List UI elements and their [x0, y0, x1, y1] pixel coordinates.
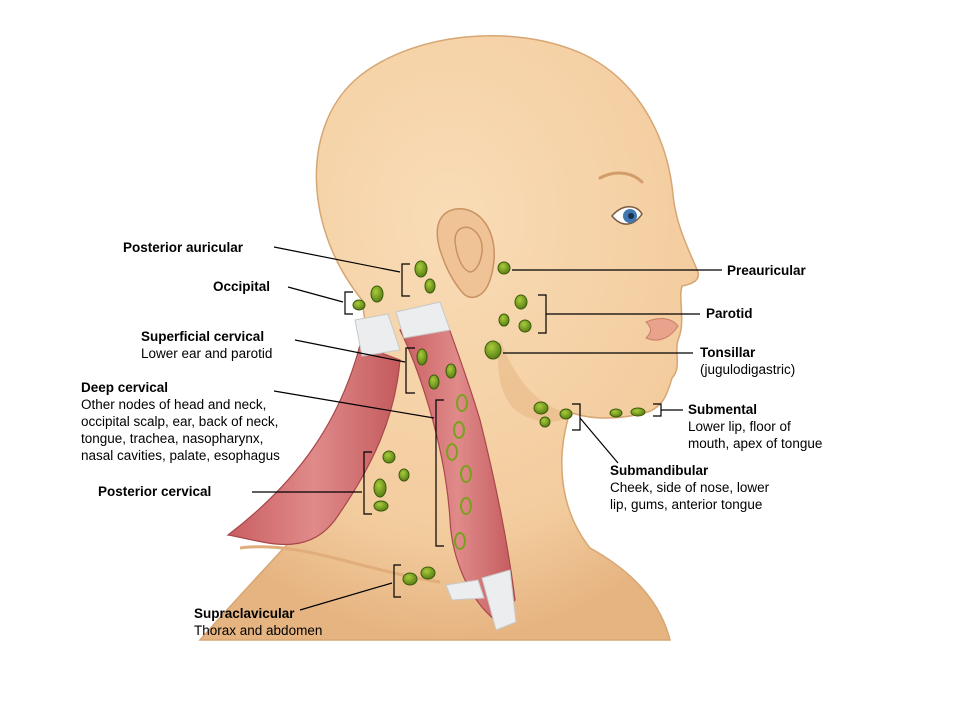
node-occipital — [352, 299, 366, 311]
trapezius-muscle — [226, 344, 401, 545]
sternocleidomastoid-tendon-bottom-2 — [445, 579, 485, 601]
bracket-deep-cervical — [435, 399, 444, 547]
label-title: Submental — [688, 402, 758, 417]
node-superficial-cervical — [416, 348, 428, 366]
lymph-nodes — [352, 260, 646, 586]
label-tonsillar: Tonsillar (jugulodigastric) — [700, 344, 795, 378]
label-occipital: Occipital — [213, 278, 270, 295]
label-posterior-auricular: Posterior auricular — [123, 239, 243, 256]
node-submandibular — [533, 401, 549, 415]
node-posterior-auricular — [414, 260, 428, 278]
label-description: occipital scalp, ear, back of neck, — [81, 414, 279, 429]
node-submandibular-3 — [559, 408, 573, 420]
leader-supraclavicular — [299, 582, 393, 611]
label-title: Parotid — [706, 306, 753, 321]
label-description: mouth, apex of tongue — [688, 436, 823, 451]
node-submental-2 — [630, 407, 646, 417]
ear-inner — [454, 226, 483, 273]
node-deep-cervical-6 — [454, 532, 466, 550]
label-title: Deep cervical — [81, 380, 169, 395]
node-deep-cervical-2 — [453, 421, 465, 439]
bracket-superficial-cervical — [405, 347, 415, 394]
label-description: tongue, trachea, nasopharynx, — [81, 431, 264, 446]
node-supraclavicular-2 — [420, 566, 436, 580]
label-submental: Submental Lower lip, floor of mouth, ape… — [688, 401, 822, 452]
node-posterior-cervical — [382, 450, 396, 464]
node-preauricular — [497, 261, 511, 275]
label-description: lip, gums, anterior tongue — [610, 497, 763, 512]
node-tonsillar — [484, 340, 502, 360]
leader-lines — [252, 246, 722, 611]
sternocleidomastoid-tendon-bottom — [481, 569, 517, 631]
label-description: Thorax and abdomen — [194, 623, 323, 638]
label-title: Tonsillar — [700, 345, 756, 360]
label-title: Occipital — [213, 279, 271, 294]
label-deep-cervical: Deep cervical Other nodes of head and ne… — [81, 379, 280, 464]
node-deep-cervical-4 — [460, 465, 472, 483]
leader-occipital — [287, 286, 344, 303]
sternocleidomastoid-tendon-top — [395, 301, 451, 339]
label-parotid: Parotid — [706, 305, 753, 322]
label-description: Cheek, side of nose, lower — [610, 480, 770, 495]
leader-deep-cervical — [273, 390, 435, 419]
label-title: Supraclavicular — [194, 606, 295, 621]
trapezius-tendon — [354, 313, 401, 357]
node-submental — [609, 408, 623, 418]
node-posterior-cervical-4 — [373, 500, 389, 512]
node-parotid — [514, 294, 528, 310]
leader-posterior-auricular — [273, 246, 401, 273]
node-occipital-2 — [370, 285, 384, 303]
label-description: (jugulodigastric) — [700, 362, 796, 377]
node-superficial-cervical-2 — [428, 374, 440, 390]
label-preauricular: Preauricular — [727, 262, 806, 279]
jaw-shadow — [498, 340, 575, 422]
leader-superficial-cervical — [294, 339, 406, 363]
label-posterior-cervical: Posterior cervical — [98, 483, 211, 500]
label-title: Preauricular — [727, 263, 806, 278]
bracket-posterior-cervical — [363, 451, 372, 515]
label-superficial-cervical: Superficial cervical Lower ear and parot… — [141, 328, 272, 362]
pupil — [628, 213, 634, 219]
node-deep-cervical-5 — [460, 497, 472, 515]
node-posterior-cervical-3 — [373, 478, 387, 498]
bracket-occipital — [344, 291, 353, 315]
node-deep-cervical-3 — [446, 443, 458, 461]
node-submandibular-2 — [539, 416, 551, 428]
label-submandibular: Submandibular Cheek, side of nose, lower… — [610, 462, 769, 513]
label-description: Lower lip, floor of — [688, 419, 791, 434]
label-description: Lower ear and parotid — [141, 346, 273, 361]
label-title: Posterior auricular — [123, 240, 244, 255]
eyebrow — [598, 171, 644, 184]
ear — [436, 208, 495, 299]
bracket-posterior-auricular — [401, 263, 410, 297]
bracket-submandibular — [572, 403, 581, 431]
node-posterior-auricular-2 — [424, 278, 436, 294]
label-description: nasal cavities, palate, esophagus — [81, 448, 280, 463]
node-parotid-2 — [498, 313, 510, 327]
lips — [645, 318, 679, 341]
label-title: Superficial cervical — [141, 329, 265, 344]
node-superficial-cervical-3 — [445, 363, 457, 379]
node-deep-cervical — [456, 394, 468, 412]
node-parotid-3 — [518, 319, 532, 333]
bracket-supraclavicular — [393, 564, 401, 598]
label-supraclavicular: Supraclavicular Thorax and abdomen — [194, 605, 322, 639]
deep-cervical-nodes — [446, 394, 472, 550]
label-title: Posterior cervical — [98, 484, 212, 499]
node-posterior-cervical-2 — [398, 468, 410, 482]
node-supraclavicular — [402, 572, 418, 586]
label-title: Submandibular — [610, 463, 709, 478]
leader-submandibular — [579, 417, 619, 464]
label-description: Other nodes of head and neck, — [81, 397, 267, 412]
